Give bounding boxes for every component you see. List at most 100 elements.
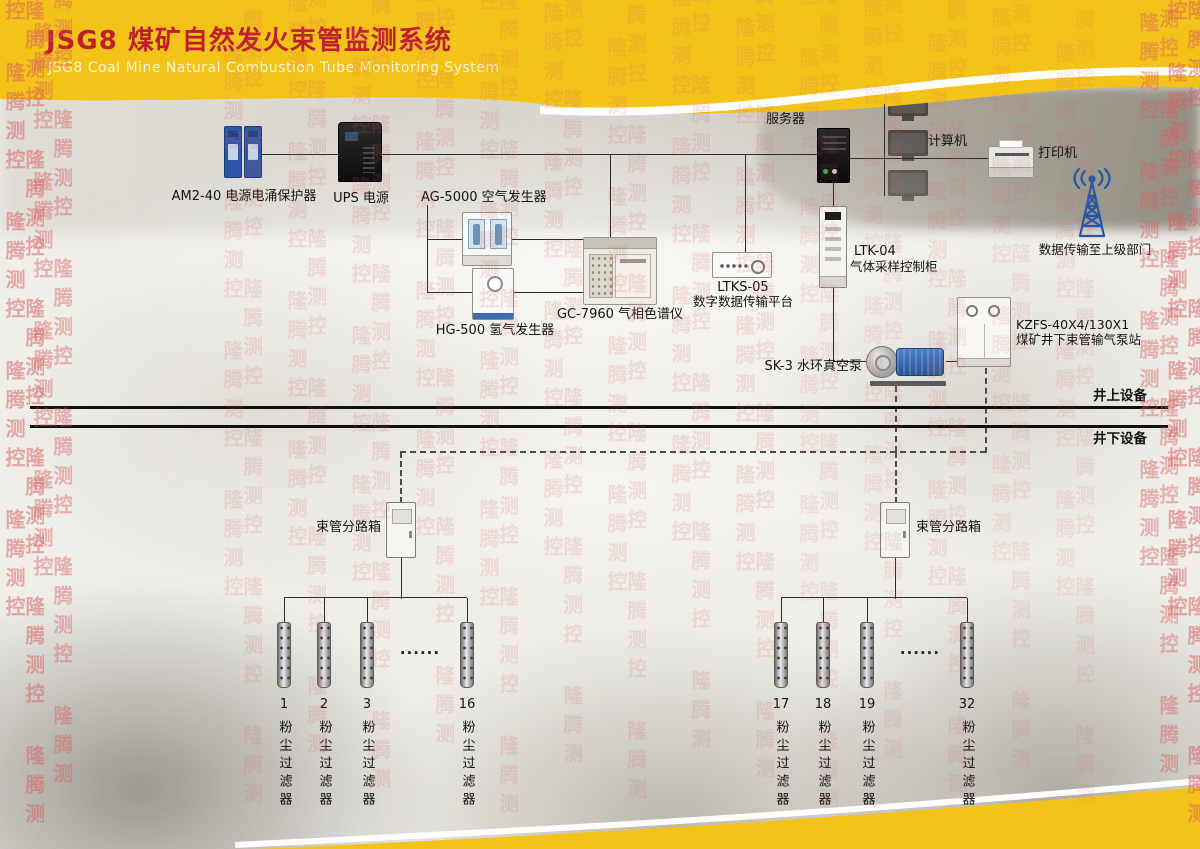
- connector-line: [850, 158, 990, 159]
- computer-monitor: [888, 130, 928, 161]
- filter-ellipsis-right: ......: [899, 640, 941, 658]
- air-generator-device: [462, 212, 512, 266]
- connector-line: [867, 598, 868, 623]
- filter-number: 1: [279, 697, 289, 712]
- branch-box-right: [880, 502, 910, 558]
- pump-head: [866, 346, 898, 378]
- sampling-cabinet-name-label: 气体采样控制柜: [850, 259, 938, 274]
- dashed-connector-line: [400, 451, 986, 453]
- dust-filter: 3 粉尘过滤器: [355, 622, 379, 815]
- filter-number: 2: [319, 697, 329, 712]
- surge-module: [244, 126, 262, 178]
- connector-line: [284, 598, 285, 623]
- page-title: JSG8 煤矿自然发火束管监测系统: [46, 26, 452, 56]
- connector-line: [367, 598, 368, 623]
- surface-equipment-label: 井上设备: [1093, 388, 1147, 404]
- background-highlight: [120, 380, 1080, 600]
- pump-motor: [896, 348, 944, 376]
- connector-line: [427, 205, 428, 293]
- surge-module: [224, 126, 242, 178]
- connector-line: [967, 598, 968, 623]
- connector-line: [745, 154, 746, 253]
- filter-number: 3: [362, 697, 372, 712]
- gc-oven-door: [615, 254, 651, 298]
- air-generator-label: AG-5000 空气发生器: [421, 190, 547, 205]
- dashed-connector-line: [400, 452, 402, 503]
- dust-filter: 18 粉尘过滤器: [811, 622, 835, 815]
- page-subtitle: JSG8 Coal Mine Natural Combustion Tube M…: [48, 60, 500, 76]
- dashed-connector-line: [895, 452, 897, 503]
- server-device: [817, 128, 850, 183]
- filter-ellipsis-left: ......: [399, 640, 441, 658]
- dust-filter: 2 粉尘过滤器: [312, 622, 336, 815]
- vacuum-pump-label: SK-3 水环真空泵: [764, 359, 862, 374]
- hydrogen-generator-device: [472, 268, 514, 320]
- filter-name: 粉尘过滤器: [276, 720, 292, 810]
- connector-line: [833, 182, 834, 207]
- filter-name: 粉尘过滤器: [459, 720, 475, 810]
- dashed-connector-line: [985, 368, 987, 453]
- dust-filter: 16 粉尘过滤器: [455, 622, 479, 815]
- vacuum-pump-device: [866, 338, 950, 386]
- connector-line: [823, 598, 824, 623]
- pressure-gauge: [966, 305, 978, 317]
- printer-paper: [999, 140, 1023, 148]
- dust-filter: 32 粉尘过滤器: [955, 622, 979, 815]
- surge-protector-device: [224, 126, 264, 178]
- connector-line: [884, 104, 885, 196]
- ups-device: [338, 122, 382, 182]
- filter-name: 粉尘过滤器: [859, 720, 875, 810]
- filter-cylinder: [816, 622, 830, 688]
- connector-line: [324, 598, 325, 623]
- hydrogen-generator-label: HG-500 氢气发生器: [435, 323, 555, 338]
- branch-box-left-label: 束管分路箱: [315, 520, 381, 535]
- pump-station-model-label: KZFS-40X4/130X1: [1016, 317, 1130, 332]
- filter-cylinder: [860, 622, 874, 688]
- connector-line: [833, 287, 834, 362]
- dashed-connector-line: [895, 386, 897, 452]
- filter-number: 16: [458, 697, 476, 712]
- printer-device: [988, 140, 1034, 178]
- connector-line: [401, 557, 402, 599]
- footer-banner: [234, 779, 1200, 849]
- connector-line: [284, 597, 467, 598]
- filter-number: 17: [772, 697, 790, 712]
- connector-line: [467, 598, 468, 623]
- filter-name: 粉尘过滤器: [815, 720, 831, 810]
- cabinet-display: [825, 212, 841, 220]
- connector-line: [781, 598, 782, 623]
- computer-monitor: [888, 170, 928, 201]
- connector-line: [895, 557, 896, 599]
- dust-filter: 1 粉尘过滤器: [272, 622, 296, 815]
- air-generator-window: [490, 219, 507, 249]
- connector-line: [610, 154, 611, 238]
- filter-cylinder: [360, 622, 374, 688]
- filter-cylinder: [277, 622, 291, 688]
- server-label: 服务器: [766, 112, 806, 127]
- filter-cylinder: [317, 622, 331, 688]
- gas-chromatograph-device: [583, 237, 657, 305]
- data-platform-device: [712, 252, 772, 278]
- radio-tower-icon: [1073, 168, 1111, 238]
- pump-station-device: [957, 297, 1011, 367]
- cabinet-sample-ports: [825, 227, 841, 265]
- filter-cylinder: [960, 622, 974, 688]
- connector-line: [427, 239, 463, 240]
- connector-line: [512, 239, 583, 240]
- data-platform-name-label: 数字数据传输平台: [692, 294, 793, 309]
- computer-label: 计算机: [928, 134, 968, 149]
- gc-top-panel: [584, 238, 656, 249]
- filter-number: 19: [858, 697, 876, 712]
- pressure-gauge: [988, 305, 1000, 317]
- underground-divider-line: [30, 425, 1168, 428]
- air-generator-window: [468, 219, 485, 249]
- surface-divider-line: [30, 406, 1168, 409]
- connector-line: [781, 597, 967, 598]
- ups-label: UPS 电源: [333, 191, 389, 206]
- sampling-cabinet-device: [819, 206, 847, 288]
- filter-cylinder: [460, 622, 474, 688]
- gc-control-panel: [589, 254, 613, 298]
- connector-line: [514, 292, 583, 293]
- branch-box-left: [386, 502, 416, 558]
